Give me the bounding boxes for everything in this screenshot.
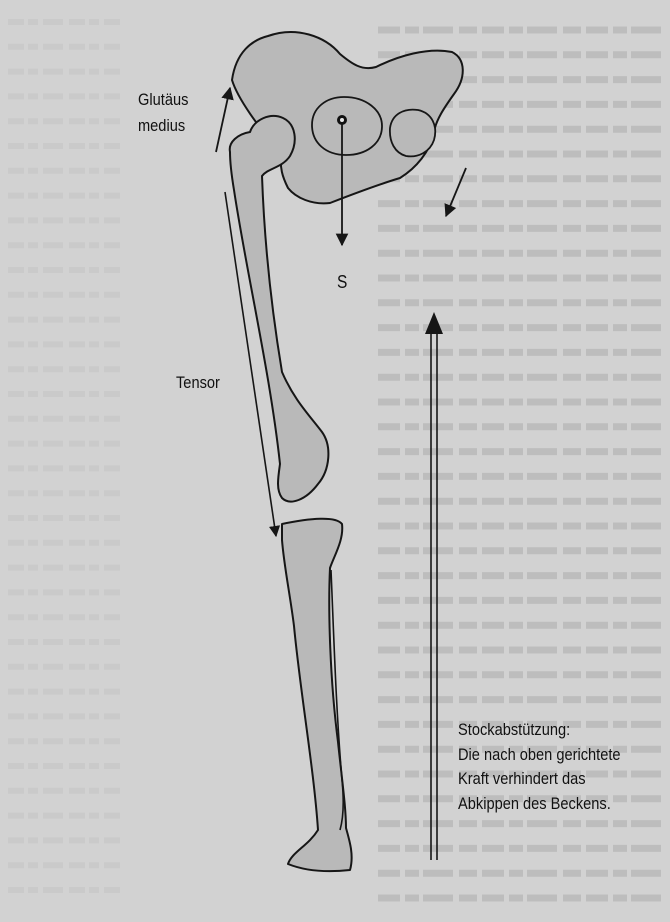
stick-support-caption: Stockabstützung: Die nach oben gerichtet… [458,718,621,816]
stick-caption-line3: Kraft verhindert das [458,767,621,792]
stick-caption-line4: Abkippen des Beckens. [458,792,621,817]
glutaeus-medius-label: Glutäus medius [138,87,188,139]
stick-caption-line2: Die nach oben gerichtete [458,743,621,768]
glutaeus-label-line2: medius [138,113,188,139]
pelvis-round-part [390,110,435,157]
center-of-gravity-inner [340,118,344,122]
glutaeus-label-line1: Glutäus [138,87,188,113]
gravity-label-s: S [337,271,347,293]
tensor-label: Tensor [176,372,220,394]
stick-caption-line1: Stockabstützung: [458,718,621,743]
